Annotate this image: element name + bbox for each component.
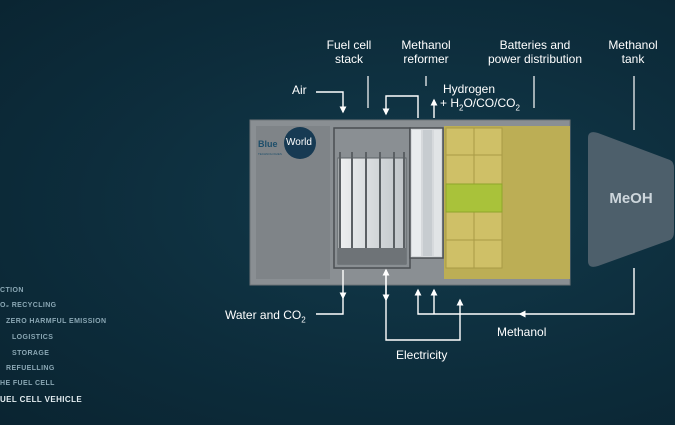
battery-highlight [445, 183, 503, 213]
fuel-cell-stack [333, 127, 411, 269]
flow-lines [316, 91, 635, 341]
side-menu-item[interactable]: HE FUEL CELL [0, 380, 55, 387]
blue-world-logo: Blue World TECHNOLOGIES [256, 126, 322, 162]
label-batteries: Batteries and power distribution [487, 38, 583, 66]
label-methanol-flow: Methanol [497, 325, 547, 339]
side-menu-item[interactable]: REFUELLING [6, 365, 55, 372]
methanol-reformer [409, 127, 444, 259]
label-methanol-tank: Methanol tank [608, 38, 658, 66]
pointer-lines [367, 76, 635, 130]
label-water-co2: Water and CO2 [225, 308, 306, 325]
methanol-tank [588, 132, 674, 267]
label-methanol-reformer: Methanol reformer [401, 38, 451, 66]
logo-blue-text: Blue [258, 139, 278, 149]
label-electricity: Electricity [396, 348, 448, 362]
side-menu-item[interactable]: LOGISTICS [12, 334, 54, 341]
side-menu-item-active[interactable]: UEL CELL VEHICLE [0, 395, 83, 404]
tank-label: MeOH [609, 190, 652, 207]
batteries [444, 126, 570, 279]
side-menu-item[interactable]: CTION [0, 287, 24, 294]
logo-world-text: World [286, 137, 312, 148]
side-menu-item[interactable]: O₂ RECYCLING [0, 302, 57, 309]
label-fuel-cell-stack: Fuel cell stack [326, 38, 372, 66]
side-menu-item[interactable]: STORAGE [12, 350, 50, 357]
label-hydrogen: Hydrogen + H2O/CO/CO2 [440, 82, 520, 113]
side-menu-item[interactable]: ZERO HARMFUL EMISSION [6, 318, 107, 325]
label-air: Air [292, 83, 307, 97]
logo-tagline: TECHNOLOGIES [258, 152, 282, 156]
logo-circle: World [284, 127, 316, 159]
